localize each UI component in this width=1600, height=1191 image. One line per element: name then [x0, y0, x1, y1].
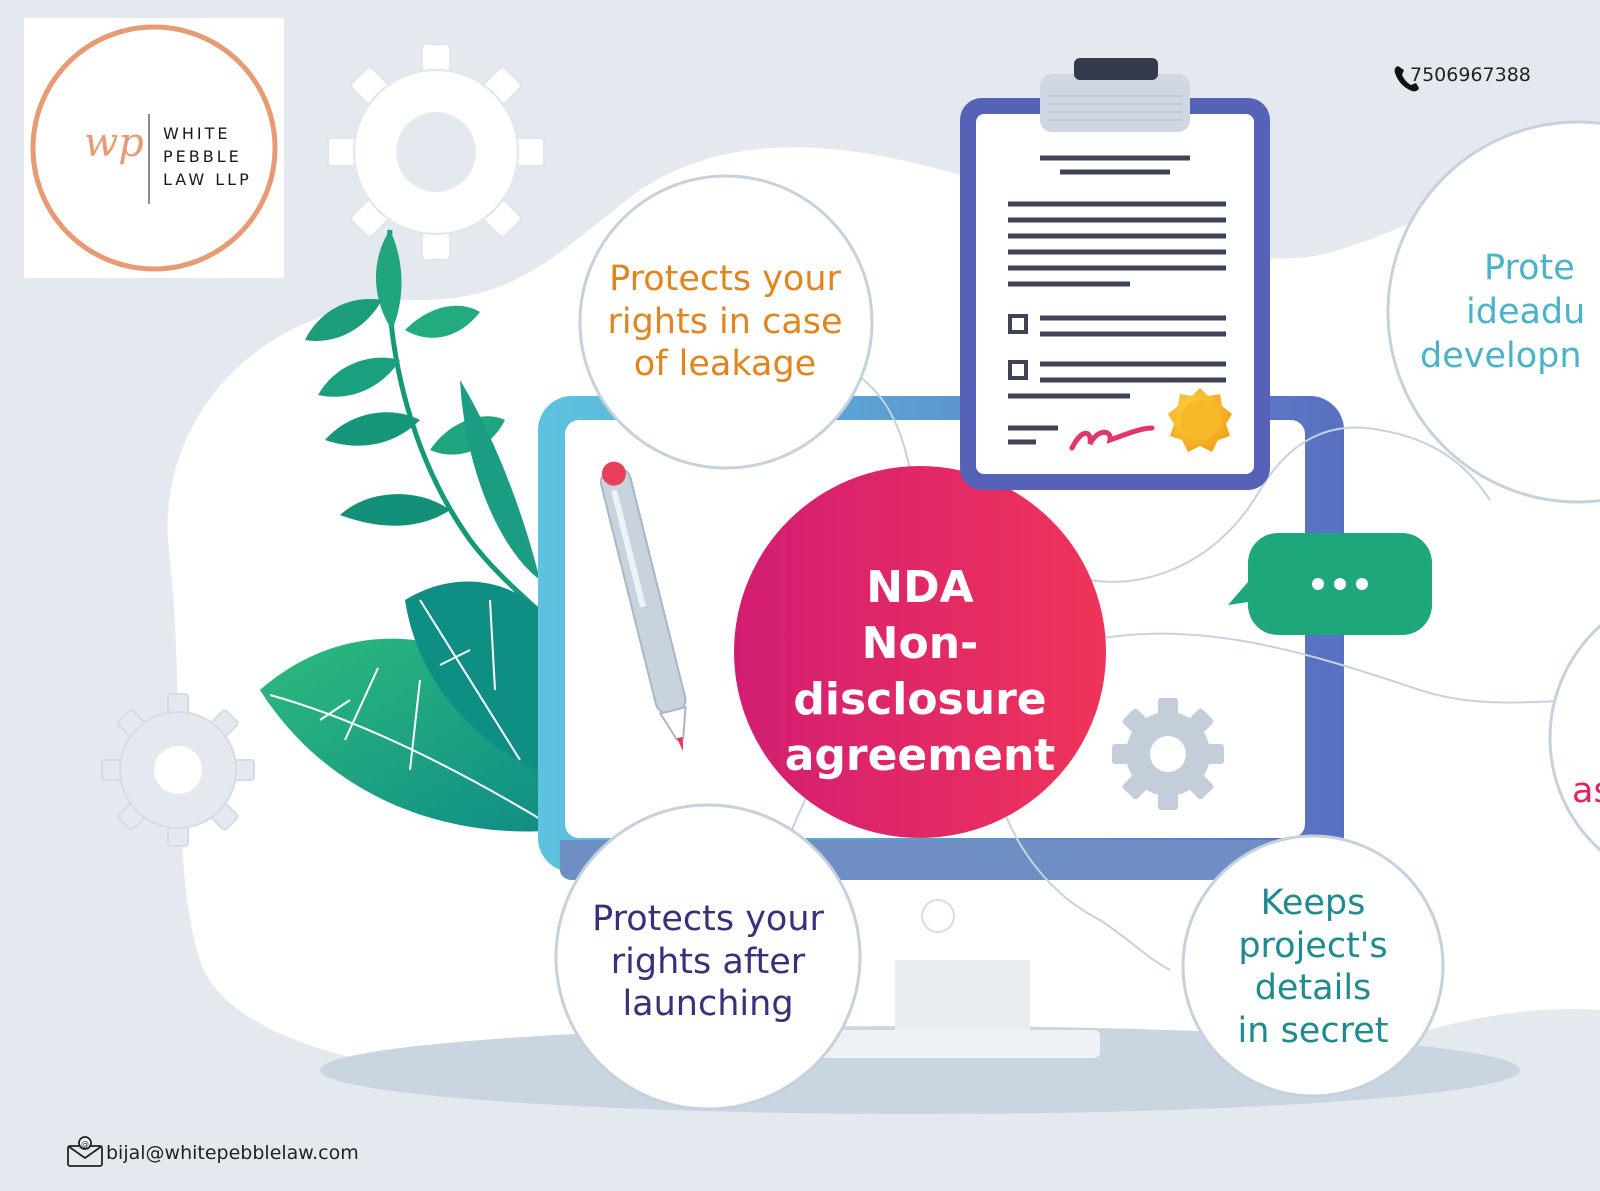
bubble-leakage-line: rights in case [607, 301, 843, 342]
logo-wordmark: WHITE PEBBLE LAW LLP [163, 122, 252, 192]
phone-icon [1394, 66, 1419, 92]
bubble-leakage [578, 174, 874, 470]
gear-icon [327, 43, 545, 261]
nda-circle [734, 466, 1106, 838]
bubble-secret-line: project's [1238, 925, 1388, 966]
nda-line: Non-disclosure [793, 617, 1047, 725]
bubble-asset [1548, 624, 1600, 852]
nda-line: agreement [784, 729, 1056, 781]
gear-icon [1112, 698, 1224, 810]
bubble-launching-text: Protects your rights after launching [548, 898, 868, 1026]
bubble-launching [554, 803, 862, 1111]
seal-icon [1168, 388, 1232, 452]
envelope-icon: @ [67, 1136, 103, 1167]
bubble-leakage-line: of leakage [633, 344, 817, 385]
bubble-launching-line: launching [622, 984, 794, 1025]
bubble-secret-text: Keeps project's details in secret [1188, 882, 1438, 1053]
gear-icon [101, 693, 255, 847]
bubble-secret-line: details [1254, 968, 1372, 1009]
bubble-idea-text: Prote ideadu developn [1420, 246, 1600, 378]
bubble-secret [1181, 834, 1445, 1098]
bubble-asset-line: as [1572, 771, 1600, 811]
nda-line: NDA [866, 562, 974, 613]
chat-bubble-icon [1228, 533, 1432, 635]
bubble-idea-line: developn [1420, 336, 1582, 377]
bubble-secret-line: Keeps [1260, 883, 1366, 923]
logo-monogram: wp [84, 120, 144, 166]
plant-illustration [260, 229, 572, 832]
bubble-idea-line: ideadu [1466, 292, 1586, 333]
clipboard-icon [960, 58, 1270, 490]
bubble-secret-line: in secret [1237, 1011, 1389, 1052]
nda-title: NDA Non-disclosure agreement [740, 560, 1100, 784]
bubble-launching-line: rights after [610, 941, 806, 982]
logo: wp WHITE PEBBLE LAW LLP [24, 18, 284, 278]
bubble-idea [1386, 120, 1600, 504]
bubble-idea-line: Prote [1484, 248, 1575, 288]
phone-number[interactable]: 7506967388 [1410, 64, 1531, 86]
bubble-asset-text: as [1572, 770, 1600, 813]
bubble-leakage-text: Protects your rights in case of leakage [575, 258, 875, 386]
email-address[interactable]: bijal@whitepebblelaw.com [106, 1142, 359, 1164]
logo-line-3: LAW LLP [163, 170, 252, 190]
svg-text:@: @ [81, 1140, 89, 1149]
bubble-launching-line: Protects your [592, 899, 824, 939]
logo-line-2: PEBBLE [163, 147, 242, 167]
bubble-leakage-line: Protects your [609, 259, 841, 299]
logo-line-1: WHITE [163, 124, 231, 143]
pen-icon [599, 461, 687, 752]
